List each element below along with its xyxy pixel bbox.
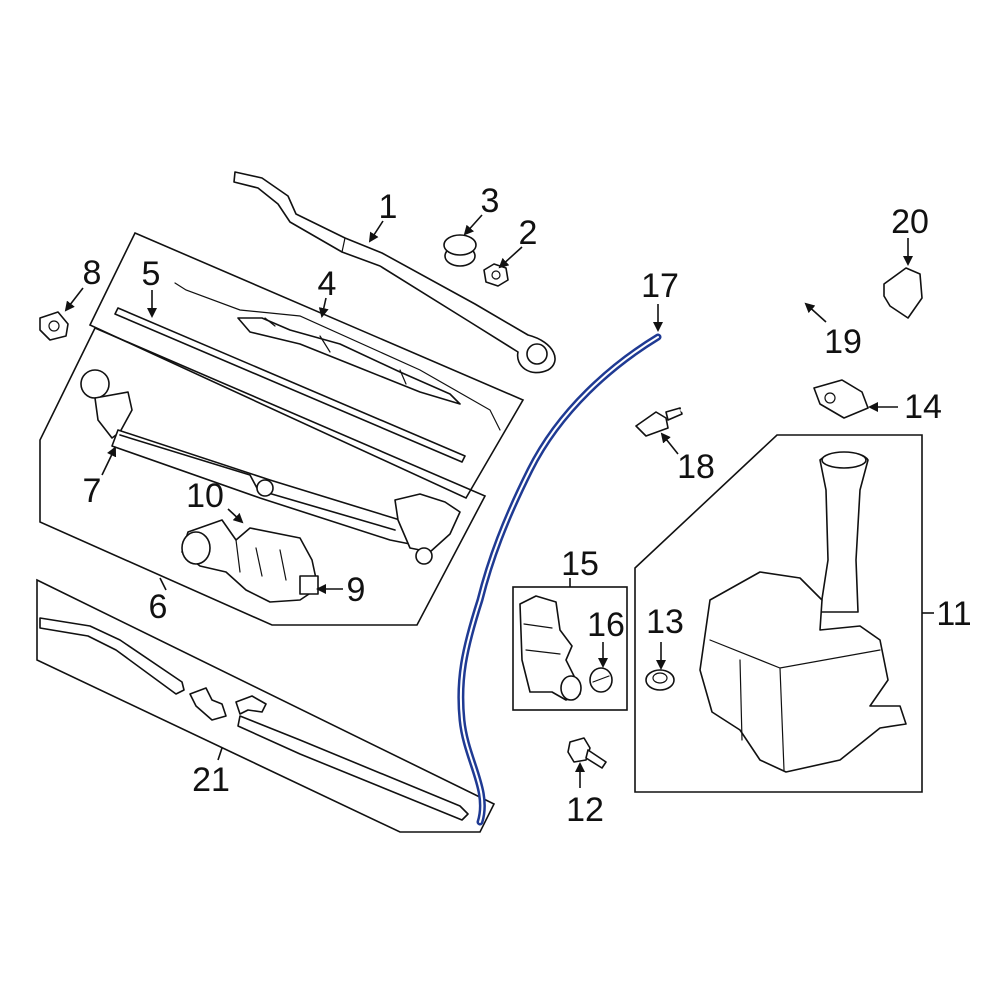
leader-10 [227,508,244,524]
wiper-arm-part[interactable] [233,171,556,374]
nozzle-connector-part[interactable] [635,407,683,437]
callout-17: 17 [641,267,679,305]
leader-1 [368,220,384,243]
linkage-group-box [39,326,487,626]
callout-3: 3 [481,182,500,220]
leader-6 [159,577,167,591]
leader-2 [498,246,523,269]
callout-5: 5 [142,255,161,293]
callout-11: 11 [936,595,971,633]
leader-19 [804,302,827,323]
leader-18 [660,432,679,455]
callout-1: 1 [379,188,398,226]
callout-14: 14 [904,388,942,426]
wiper-linkage-part[interactable] [80,369,461,565]
blade-group-box [88,231,525,500]
hose-centerline [459,336,659,823]
nut-part[interactable] [483,263,509,287]
reservoir-group-box [634,434,923,793]
leader-7 [101,446,117,476]
grommet-part[interactable] [645,669,675,691]
callout-6: 6 [149,588,168,626]
reservoir-cap-part[interactable] [813,379,869,419]
callout-2: 2 [519,214,538,252]
callout-12: 12 [566,791,604,829]
callout-21: 21 [192,761,230,799]
bolt-part[interactable] [567,737,607,769]
washer-hose-part[interactable] [39,617,469,821]
callout-4: 4 [318,265,337,303]
callout-15: 15 [561,545,599,583]
wiper-motor-part[interactable] [181,519,319,603]
callout-8: 8 [83,254,102,292]
wiper-blade-part[interactable] [174,282,501,431]
callout-9: 9 [347,571,366,609]
washer-tube-part[interactable] [680,266,880,412]
callout-19: 19 [824,323,862,361]
clip-part[interactable] [39,311,69,341]
washer-hose-group-box [36,578,496,833]
callout-7: 7 [83,472,102,510]
leader-21 [217,747,223,761]
callout-13: 13 [646,603,684,641]
cap-part[interactable] [443,234,477,267]
callout-20: 20 [891,203,929,241]
blade-refill-part[interactable] [114,307,466,463]
leader-8 [64,287,84,312]
washer-pump-part[interactable] [519,595,582,701]
leader-3 [463,214,483,236]
callout-16: 16 [587,606,625,644]
washer-reservoir-part[interactable] [699,451,907,773]
callout-10: 10 [186,477,224,515]
callout-18: 18 [677,448,715,486]
leader-4 [318,297,329,318]
pump-seal-part[interactable] [589,667,613,693]
washer-nozzle-part[interactable] [883,267,923,319]
